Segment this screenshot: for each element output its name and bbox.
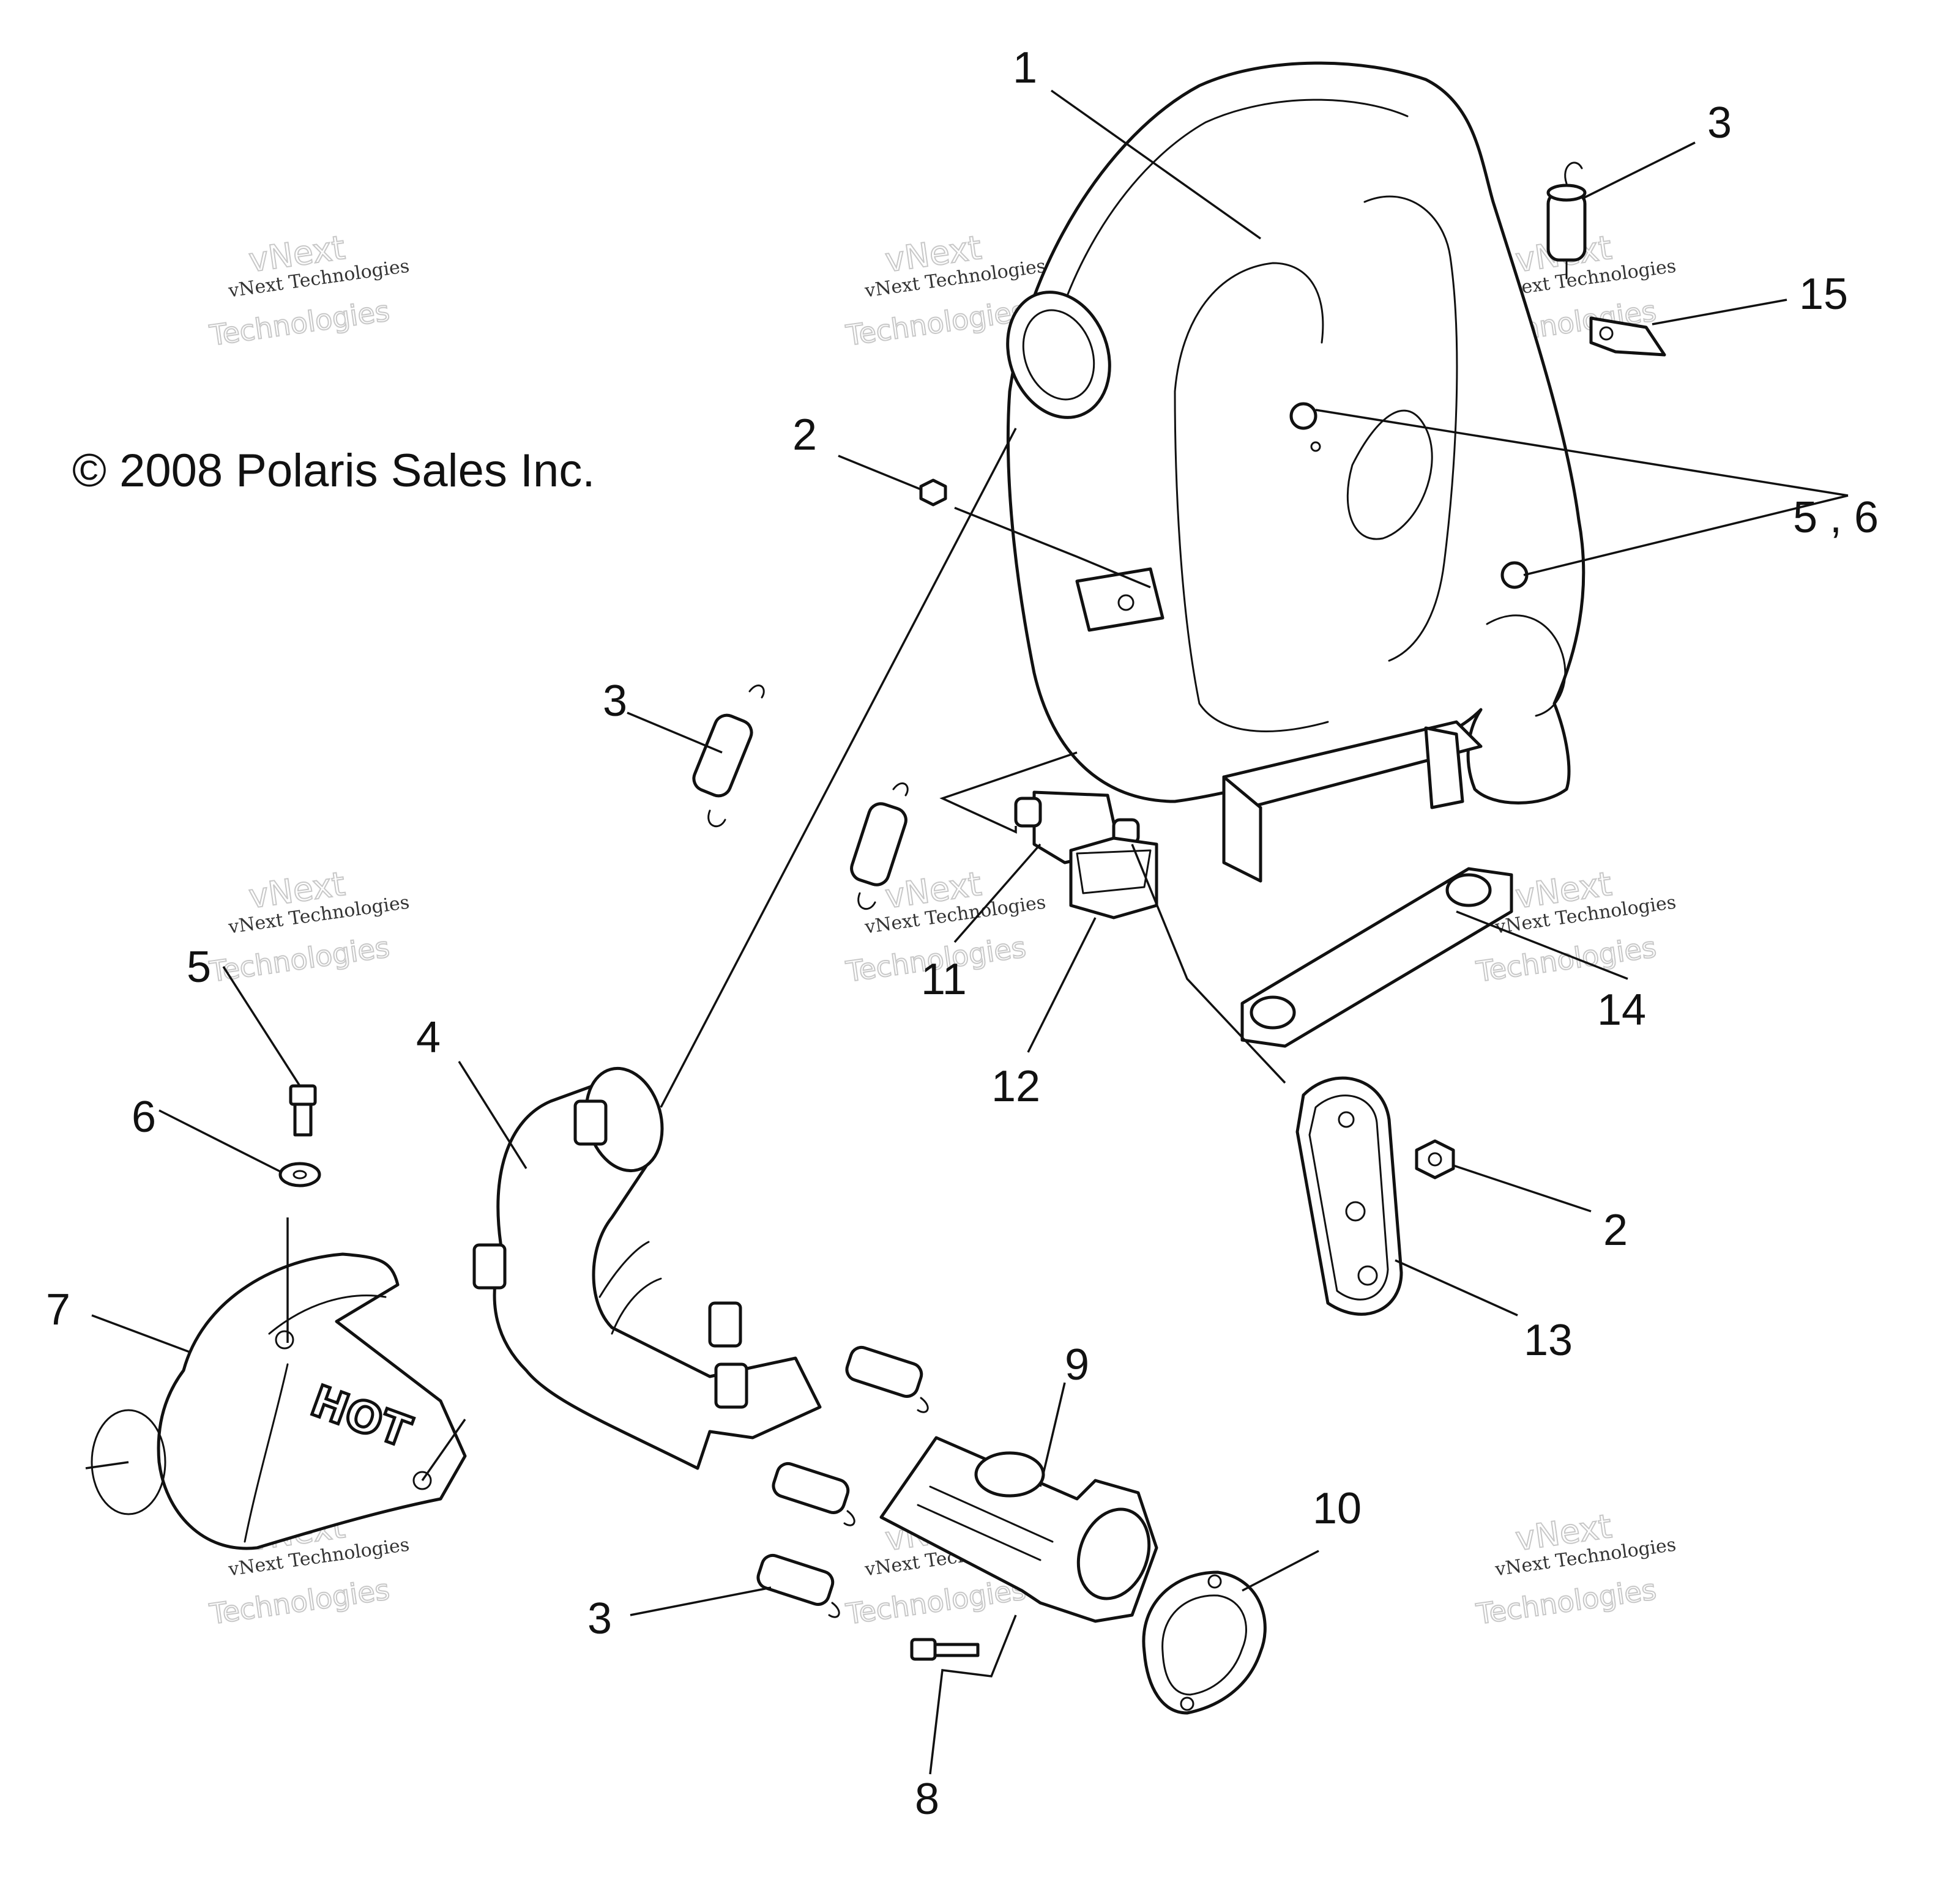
washer-part bbox=[278, 1162, 321, 1187]
svg-text:Technologies: Technologies bbox=[844, 1573, 1028, 1631]
watermark: vNext vNext Technologies Technologies bbox=[207, 864, 411, 989]
gasket-part bbox=[1142, 1570, 1267, 1715]
label-mount-plate: 13 bbox=[1524, 1316, 1573, 1365]
clip-part bbox=[1589, 316, 1666, 357]
spring-part bbox=[772, 1462, 855, 1526]
leader-lines bbox=[85, 89, 1849, 1775]
label-gasket: 10 bbox=[1313, 1484, 1362, 1533]
spring-part bbox=[850, 782, 909, 910]
label-bolt: 5 bbox=[187, 943, 211, 992]
label-heat-shield: 7 bbox=[46, 1285, 70, 1334]
label-spring: 3 bbox=[587, 1594, 612, 1643]
svg-text:Technologies: Technologies bbox=[207, 294, 392, 352]
mount-plate-part bbox=[1295, 1076, 1403, 1316]
heat-shield-part: HOT bbox=[91, 1252, 467, 1550]
label-grommet: 11 bbox=[921, 955, 967, 1004]
muffler-part bbox=[1006, 61, 1586, 883]
label-spring: 3 bbox=[1707, 98, 1732, 147]
spring-part bbox=[756, 1553, 840, 1618]
label-bolt-lower: 8 bbox=[915, 1775, 939, 1824]
y-pipe-part bbox=[879, 1436, 1158, 1623]
label-clip: 15 bbox=[1799, 270, 1848, 319]
svg-text:Technologies: Technologies bbox=[207, 931, 392, 989]
label-muffler: 1 bbox=[1013, 43, 1037, 92]
strap-part bbox=[1069, 836, 1158, 920]
spring-part bbox=[1546, 162, 1587, 280]
head-pipe-part bbox=[472, 1066, 822, 1470]
label-spring: 3 bbox=[603, 677, 627, 726]
label-bracket-plate: 14 bbox=[1597, 986, 1646, 1035]
spring-part bbox=[845, 1345, 929, 1413]
bracket-plate-part bbox=[1240, 867, 1513, 1048]
label-nut: 2 bbox=[1603, 1206, 1628, 1255]
copyright-text: © 2008 Polaris Sales Inc. bbox=[72, 445, 595, 497]
svg-text:Technologies: Technologies bbox=[1474, 931, 1658, 989]
bolt-part bbox=[910, 1638, 980, 1661]
svg-text:Technologies: Technologies bbox=[207, 1573, 392, 1631]
watermark: vNext vNext Technologies Technologies bbox=[207, 228, 411, 353]
svg-text:Technologies: Technologies bbox=[844, 294, 1028, 352]
spring-part bbox=[692, 684, 765, 828]
svg-text:Technologies: Technologies bbox=[1474, 1573, 1658, 1631]
label-head-pipe: 4 bbox=[416, 1013, 441, 1062]
label-strap: 12 bbox=[991, 1062, 1040, 1111]
nut-part bbox=[1415, 1139, 1455, 1180]
label-washer: 6 bbox=[132, 1093, 156, 1142]
nut-part bbox=[919, 478, 947, 507]
label-bolt-washer: 5 , 6 bbox=[1793, 493, 1879, 542]
label-nut: 2 bbox=[792, 411, 817, 459]
label-y-pipe: 9 bbox=[1065, 1340, 1089, 1389]
watermark: vNext vNext Technologies Technologies bbox=[1474, 1506, 1678, 1632]
bolt-part bbox=[289, 1084, 317, 1137]
part-labels: 1 3 15 2 5 , 6 3 11 12 14 2 13 5 6 4 7 9… bbox=[46, 43, 1879, 1824]
